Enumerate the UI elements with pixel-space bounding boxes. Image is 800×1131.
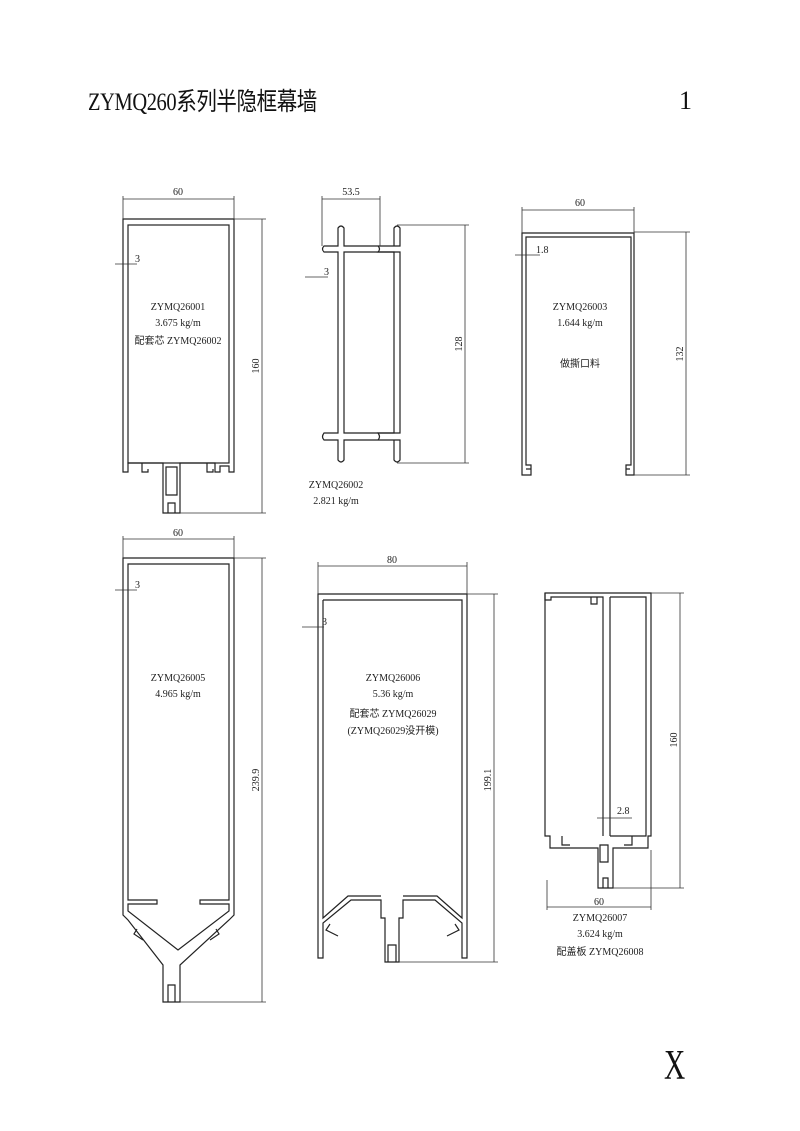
thickness-dim: 3 xyxy=(135,580,140,591)
profile-weight: 2.821 kg/m xyxy=(313,496,359,507)
profile-zymq26003: 60 132 1.8 ZYMQ26003 1.644 kg/m 做撕口料 xyxy=(515,198,690,476)
profile-zymq26005: 60 239.9 3 ZYMQ26005 4.965 kg/m xyxy=(115,528,266,1003)
height-dim: 160 xyxy=(251,359,262,374)
profile-code: ZYMQ26007 xyxy=(573,913,627,924)
thickness-dim: 2.8 xyxy=(617,806,630,817)
profile-note-2: (ZYMQ26029没开模) xyxy=(347,725,438,737)
profile-code: ZYMQ26006 xyxy=(366,673,420,684)
width-dim: 60 xyxy=(594,897,604,908)
profile-weight: 3.675 kg/m xyxy=(155,318,201,329)
profile-zymq26001: 60 160 3 ZYMQ26001 3.675 kg/m 配套芯 ZYMQ26… xyxy=(115,187,266,514)
profile-code: ZYMQ26003 xyxy=(553,302,607,313)
thickness-dim: 3 xyxy=(322,617,327,628)
thickness-dim: 1.8 xyxy=(536,245,549,256)
width-dim: 53.5 xyxy=(342,187,360,198)
profile-note: 配套芯 ZYMQ26029 xyxy=(350,707,437,720)
width-dim: 80 xyxy=(387,555,397,566)
height-dim: 128 xyxy=(454,337,465,352)
width-dim: 60 xyxy=(173,187,183,198)
height-dim: 132 xyxy=(675,347,686,362)
document-title: ZYMQ260系列半隐框幕墙 xyxy=(88,89,317,116)
profile-note: 配套芯 ZYMQ26002 xyxy=(135,334,222,347)
page-number: 1 xyxy=(679,86,692,115)
profile-zymq26002: 53.5 128 3 ZYMQ26002 2.821 kg/m xyxy=(305,187,469,507)
profile-weight: 5.36 kg/m xyxy=(373,689,414,700)
profile-zymq26006: 80 199.1 3 ZYMQ26006 5.36 kg/m 配套芯 ZYMQ2… xyxy=(302,555,498,963)
height-dim: 239.9 xyxy=(251,769,262,792)
profile-zymq26007: 60 160 2.8 ZYMQ26007 3.624 kg/m 配盖板 ZYMQ… xyxy=(544,592,684,958)
profile-code: ZYMQ26002 xyxy=(309,480,363,491)
profile-weight: 1.644 kg/m xyxy=(557,318,603,329)
profile-note: 配盖板 ZYMQ26008 xyxy=(557,945,644,958)
height-dim: 160 xyxy=(669,733,680,748)
profile-code: ZYMQ26001 xyxy=(151,302,205,313)
thickness-dim: 3 xyxy=(324,267,329,278)
profile-weight: 3.624 kg/m xyxy=(577,929,623,940)
thickness-dim: 3 xyxy=(135,254,140,265)
profile-weight: 4.965 kg/m xyxy=(155,689,201,700)
width-dim: 60 xyxy=(575,198,585,209)
corner-mark: X xyxy=(664,1043,686,1089)
profile-code: ZYMQ26005 xyxy=(151,673,205,684)
width-dim: 60 xyxy=(173,528,183,539)
height-dim: 199.1 xyxy=(483,769,494,792)
profile-note: 做撕口料 xyxy=(560,357,600,370)
